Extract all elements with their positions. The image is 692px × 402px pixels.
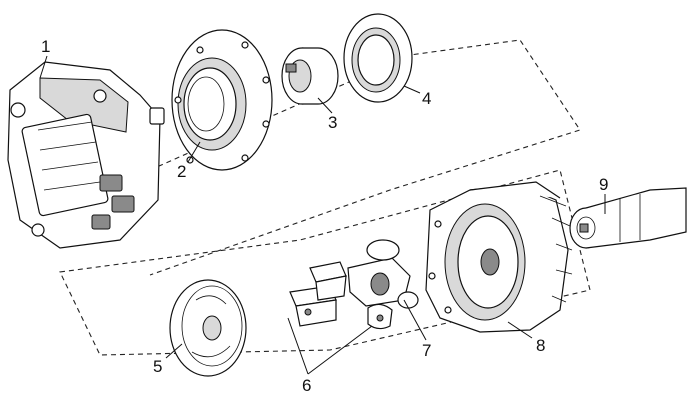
part-1-housing <box>7 61 165 249</box>
callout-9: 9 <box>599 175 608 194</box>
leader-line-1 <box>39 55 48 79</box>
leader-line-8 <box>507 321 533 339</box>
leader-line-4 <box>403 85 421 94</box>
part-4-toothed-ring <box>343 13 413 103</box>
callout-5: 5 <box>153 357 162 376</box>
part-9-shaft <box>569 187 687 249</box>
callout-4: 4 <box>422 89 431 108</box>
part-7-center-hub <box>347 239 419 309</box>
leader-line-6a <box>287 317 309 375</box>
part-6-coupling-halves <box>289 261 393 330</box>
callout-1: 1 <box>41 37 50 56</box>
leader-line-3 <box>317 97 333 114</box>
callout-6: 6 <box>302 376 311 395</box>
part-2-flange-plate <box>171 29 273 171</box>
leader-line-7 <box>403 299 427 341</box>
part-5-cover-disc <box>169 279 247 377</box>
callout-8: 8 <box>536 336 545 355</box>
part-3-sleeve <box>281 47 339 105</box>
part-8-sprocket-drum <box>425 181 573 333</box>
callout-7: 7 <box>422 341 431 360</box>
callout-2: 2 <box>177 162 186 181</box>
leader-line-2 <box>187 141 201 163</box>
leader-line-6b <box>307 325 373 375</box>
leader-line-5 <box>165 343 183 359</box>
callout-3: 3 <box>328 113 337 132</box>
